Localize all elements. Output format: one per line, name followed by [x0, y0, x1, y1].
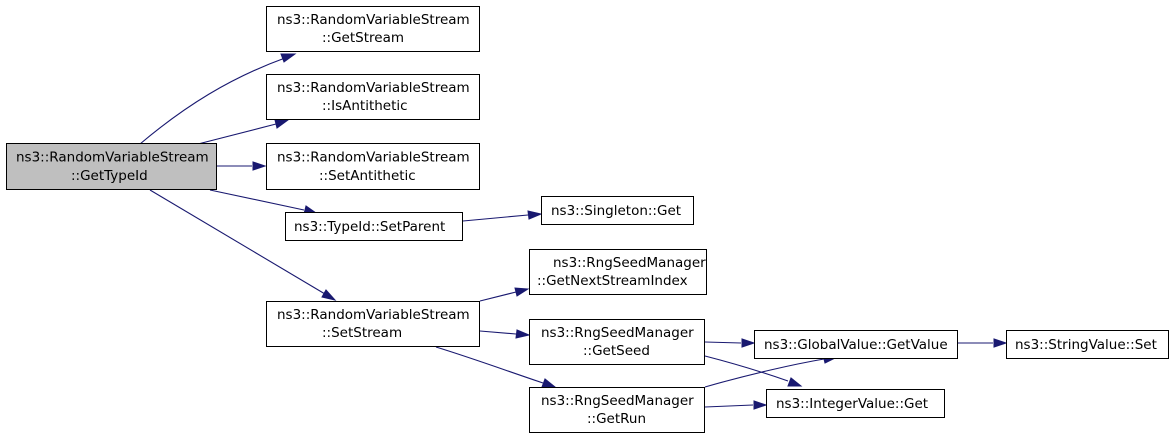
node-box: [529, 319, 705, 365]
arrowhead: [514, 287, 530, 297]
arrowhead: [527, 210, 543, 220]
node-label: ns3::RandomVariableStream: [277, 12, 470, 28]
node-label: ::GetRun: [587, 411, 646, 427]
edge-setstream-to-getnextstreamindex: [479, 291, 517, 302]
node-box: [266, 143, 480, 190]
node-box: [766, 389, 945, 418]
arrowhead: [787, 377, 803, 387]
node-getseed[interactable]: ns3::RngSeedManager ::GetSeed: [529, 319, 705, 365]
node-label: ns3::RngSeedManager: [541, 393, 694, 409]
node-label: ns3::RandomVariableStream: [277, 150, 470, 166]
edge-gettypeid-to-setstream: [149, 189, 326, 295]
node-label: ::SetStream: [322, 325, 402, 341]
node-label: ::GetStream: [322, 30, 404, 46]
arrowhead: [753, 400, 768, 410]
node-box: [266, 301, 480, 347]
node-label: ns3::GlobalValue::GetValue: [764, 337, 948, 353]
edge-getseed-to-integerget: [704, 355, 789, 382]
node-box: [541, 196, 694, 225]
node-box: [754, 330, 958, 359]
node-label: ::IsAntithetic: [322, 98, 408, 114]
arrowhead: [321, 289, 337, 301]
node-box: [285, 212, 463, 241]
node-getstream[interactable]: ns3::RandomVariableStream ::GetStream: [266, 6, 480, 52]
node-singletonget[interactable]: ns3::Singleton::Get: [541, 196, 694, 225]
node-label: ns3::Singleton::Get: [551, 203, 681, 219]
node-label: ns3::RandomVariableStream: [16, 150, 209, 166]
node-label: ::SetAntithetic: [319, 168, 416, 184]
node-isantithetic[interactable]: ns3::RandomVariableStream ::IsAntithetic: [266, 74, 480, 120]
arrowhead: [741, 338, 756, 348]
edge-gettypeid-to-setparent: [209, 189, 305, 211]
arrowhead: [993, 338, 1008, 348]
arrowhead: [274, 119, 290, 129]
node-box: [529, 387, 705, 433]
edge-setstream-to-getseed: [479, 330, 517, 335]
node-label: ::GetNextStreamIndex: [537, 273, 688, 289]
node-box: [529, 249, 707, 295]
edge-getrun-to-integerget: [704, 404, 754, 408]
node-label: ::GetTypeId: [71, 168, 148, 184]
node-label: ns3::StringValue::Set: [1015, 337, 1157, 353]
node-box: [1006, 330, 1169, 359]
node-globalgetvalue[interactable]: ns3::GlobalValue::GetValue: [754, 330, 958, 359]
node-setantithetic[interactable]: ns3::RandomVariableStream ::SetAntitheti…: [266, 143, 480, 190]
node-box: [266, 6, 480, 52]
node-box: [6, 143, 217, 190]
arrowhead: [252, 161, 267, 171]
node-stringset[interactable]: ns3::StringValue::Set: [1006, 330, 1169, 359]
edge-getrun-to-globalgetvalue: [704, 358, 825, 388]
edge-getseed-to-globalgetvalue: [704, 341, 742, 344]
arrowhead: [515, 329, 531, 339]
node-integerget[interactable]: ns3::IntegerValue::Get: [766, 389, 945, 418]
node-label: ns3::RandomVariableStream: [277, 307, 470, 323]
node-setstream[interactable]: ns3::RandomVariableStream ::SetStream: [266, 301, 480, 347]
node-label: ns3::RngSeedManager: [541, 325, 694, 341]
node-label: ::GetSeed: [583, 343, 650, 359]
edge-setstream-to-getrun: [435, 346, 544, 384]
node-setparent[interactable]: ns3::TypeId::SetParent: [285, 212, 463, 241]
node-box: [266, 74, 480, 120]
node-getrun[interactable]: ns3::RngSeedManager ::GetRun: [529, 387, 705, 433]
node-label: ns3::RngSeedManager: [553, 255, 706, 271]
node-root-gettypeid[interactable]: ns3::RandomVariableStream ::GetTypeId: [6, 143, 217, 190]
node-label: ns3::RandomVariableStream: [277, 80, 470, 96]
node-label: ns3::IntegerValue::Get: [776, 396, 928, 412]
arrowhead: [280, 53, 297, 63]
arrowhead: [541, 378, 557, 388]
edge-gettypeid-to-getstream: [139, 57, 286, 145]
node-getnextstreamindex[interactable]: ns3::RngSeedManager ::GetNextStreamIndex: [529, 249, 707, 295]
node-label: ns3::TypeId::SetParent: [294, 219, 445, 235]
edges: [139, 53, 1008, 410]
edge-gettypeid-to-isantithetic: [197, 123, 277, 145]
edge-setparent-to-singletonget: [462, 214, 529, 222]
